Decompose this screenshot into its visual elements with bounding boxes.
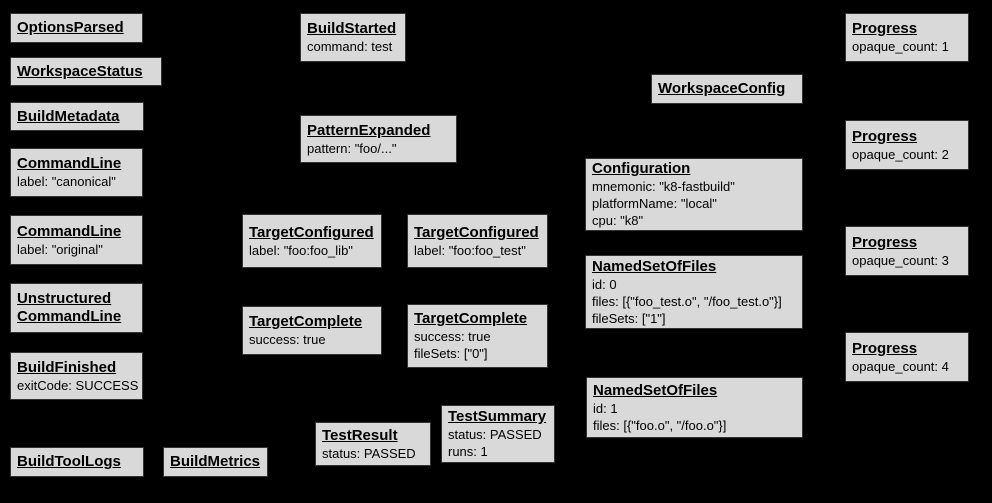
node-field: cpu: "k8" [592,213,644,228]
node-field: fileSets: ["0"] [414,346,488,361]
node-field: exitCode: SUCCESS [17,377,139,393]
node-buildfinished: BuildFinished exitCode: SUCCESS [10,352,143,400]
node-field: pattern: "foo/..." [307,140,397,156]
node-progress-1: Progress opaque_count: 1 [845,13,969,62]
node-commandline-original: CommandLine label: "original" [10,215,143,265]
node-title: WorkspaceConfig [658,80,786,97]
node-configuration: Configuration mnemonic: "k8-fastbuild" p… [585,158,803,231]
node-field: platformName: "local" [592,196,717,211]
node-namedsetoffiles-0: NamedSetOfFiles id: 0 files: [{"foo_test… [585,255,803,329]
node-testresult: TestResult status: PASSED [315,422,431,466]
node-title: CommandLine [17,155,122,172]
node-progress-2: Progress opaque_count: 2 [845,120,969,170]
node-field: mnemonic: "k8-fastbuild" [592,179,735,194]
node-title: BuildStarted [307,20,397,37]
node-field: label: "foo:foo_lib" [249,242,353,258]
node-title: TargetComplete [249,313,363,330]
node-title: BuildMetadata [17,107,120,125]
node-title: BuildFinished [17,358,117,376]
node-title: NamedSetOfFiles [592,257,717,275]
node-title: TargetConfigured [414,223,539,241]
node-field: success: true [249,332,326,347]
node-targetconfigured-foo-lib: TargetConfigured label: "foo:foo_lib" [242,214,382,268]
node-optionsparsed: OptionsParsed [10,13,143,43]
node-field: files: [{"foo_test.o", "/foo_test.o"}] [592,293,782,309]
node-title: OptionsParsed [17,19,124,36]
node-field: label: "foo:foo_test" [414,242,526,258]
node-unstructuredcommandline: Unstructured CommandLine [10,283,143,333]
node-field: id: 1 [593,400,618,416]
node-title: TestSummary [448,408,547,425]
node-title: BuildMetrics [170,453,261,470]
node-testsummary: TestSummary status: PASSED runs: 1 [441,405,555,463]
node-field: status: PASSED [448,427,542,442]
node-field: opaque_count: 2 [852,146,949,162]
node-field: command: test [307,39,393,54]
node-title: Progress [852,20,918,37]
node-progress-4: Progress opaque_count: 4 [845,332,969,382]
node-title: TargetConfigured [249,223,374,241]
node-title: Progress [852,127,918,145]
node-targetcomplete-foo-test: TargetComplete success: true fileSets: [… [407,304,548,368]
node-buildstarted: BuildStarted command: test [300,13,406,62]
node-buildmetadata: BuildMetadata [10,102,144,131]
node-field: opaque_count: 1 [852,39,949,54]
node-buildtoollogs: BuildToolLogs [10,447,144,477]
node-field: files: [{"foo.o", "/foo.o"}] [593,417,727,433]
node-title: TestResult [322,426,398,444]
node-title: NamedSetOfFiles [593,381,718,399]
node-commandline-canonical: CommandLine label: "canonical" [10,148,143,197]
node-progress-3: Progress opaque_count: 3 [845,226,969,276]
node-field: id: 0 [592,276,617,292]
node-title: Progress [852,233,918,251]
node-field: label: "canonical" [17,174,116,189]
node-patternexpanded: PatternExpanded pattern: "foo/..." [300,115,457,163]
node-targetconfigured-foo-test: TargetConfigured label: "foo:foo_test" [407,214,548,268]
node-title: BuildToolLogs [17,453,121,470]
node-workspacestatus: WorkspaceStatus [10,57,162,86]
node-title: TargetComplete [414,310,528,327]
node-field: success: true [414,329,491,344]
node-field: opaque_count: 3 [852,252,949,268]
node-title: Progress [852,339,918,357]
node-targetcomplete-foo-lib: TargetComplete success: true [242,306,382,355]
node-title: PatternExpanded [307,121,431,139]
node-field: status: PASSED [322,445,416,461]
node-title: Configuration [592,160,691,177]
node-title: CommandLine [17,222,122,240]
node-namedsetoffiles-1: NamedSetOfFiles id: 1 files: [{"foo.o", … [586,377,803,438]
node-field: runs: 1 [448,444,488,459]
node-workspaceconfig: WorkspaceConfig [651,74,803,104]
node-buildmetrics: BuildMetrics [163,447,268,477]
node-field: opaque_count: 4 [852,358,949,374]
node-title: WorkspaceStatus [17,62,143,80]
node-title: Unstructured CommandLine [17,290,122,325]
node-field: fileSets: ["1"] [592,310,666,326]
node-field: label: "original" [17,241,103,257]
